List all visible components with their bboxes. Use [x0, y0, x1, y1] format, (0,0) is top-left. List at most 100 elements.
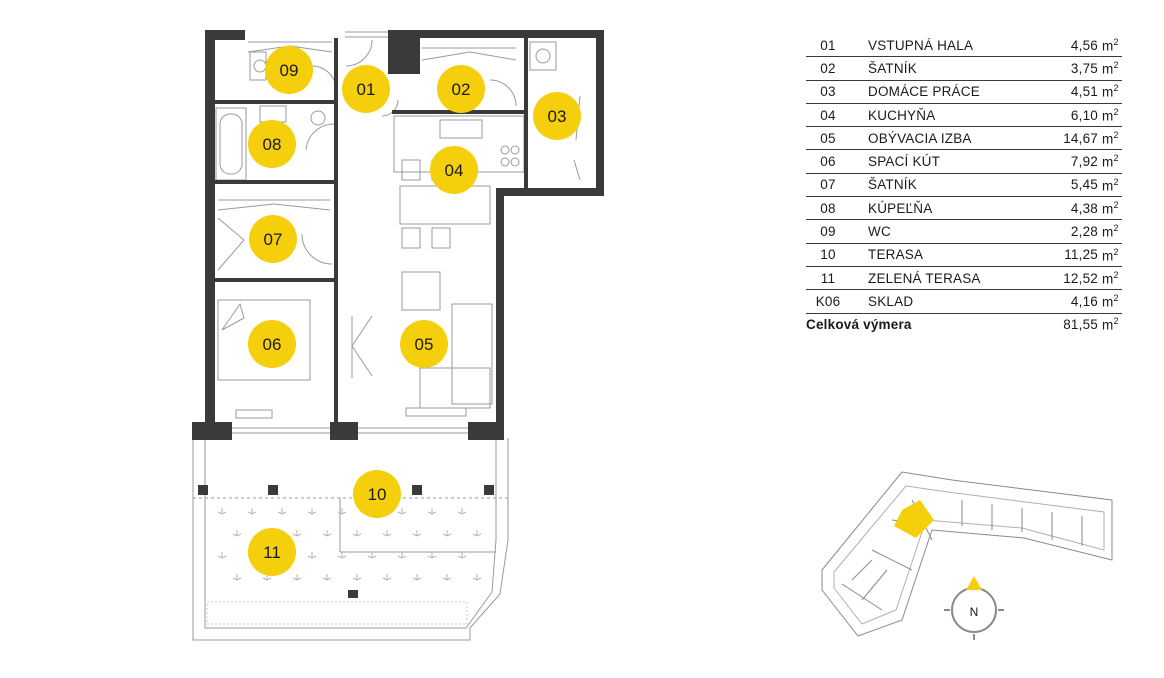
unit-exponent: 2 — [1113, 36, 1119, 47]
room-name: OBÝVACIA IZBA — [868, 126, 1028, 151]
total-area: 81,55 — [1063, 317, 1098, 333]
unit-text: m — [1102, 294, 1114, 310]
area-unit: m2 — [1098, 103, 1122, 128]
unit-exponent: 2 — [1113, 316, 1119, 327]
unit-exponent: 2 — [1113, 293, 1119, 304]
area-unit: m2 — [1098, 80, 1122, 104]
area-unit: m2 — [1098, 149, 1122, 174]
vegetation-mark — [217, 552, 227, 559]
area-unit: m2 — [1098, 34, 1122, 58]
unit-text: m — [1102, 201, 1114, 217]
vegetation-mark — [382, 530, 392, 537]
room-label-09: 09 — [280, 61, 299, 80]
room-marker-08 — [248, 120, 296, 168]
vegetation-mark — [382, 574, 392, 581]
vegetation-mark — [307, 552, 317, 559]
room-name: WC — [868, 219, 1028, 244]
area-unit: m2 — [1098, 173, 1122, 198]
vegetation-mark — [442, 574, 452, 581]
unit-exponent: 2 — [1113, 199, 1119, 210]
room-code: 02 — [806, 56, 868, 81]
vegetation-mark — [457, 552, 467, 559]
room-code: K06 — [806, 289, 868, 314]
room-name: SPACÍ KÚT — [868, 149, 1028, 174]
area-unit: m2 — [1098, 56, 1122, 81]
unit-text: m — [1102, 178, 1114, 194]
area-unit: m2 — [1098, 196, 1122, 221]
area-unit: m2 — [1098, 289, 1122, 314]
unit-text: m — [1102, 271, 1114, 287]
unit-highlight — [894, 500, 934, 538]
area-unit: m2 — [1098, 243, 1122, 267]
total-label: Celková výmera — [806, 317, 912, 333]
room-label-08: 08 — [263, 135, 282, 154]
unit-text: m — [1102, 131, 1114, 147]
room-name: ŠATNÍK — [868, 173, 1028, 198]
room-area: 3,75 — [1028, 56, 1098, 81]
vegetation-mark — [232, 530, 242, 537]
vegetation-mark — [292, 574, 302, 581]
room-label-01: 01 — [357, 80, 376, 99]
room-marker-11 — [248, 528, 296, 576]
room-label-04: 04 — [445, 161, 464, 180]
unit-exponent: 2 — [1113, 83, 1119, 94]
vegetation-mark — [337, 552, 347, 559]
vegetation-mark — [352, 530, 362, 537]
vegetation-mark — [397, 552, 407, 559]
vegetation-mark — [337, 508, 347, 515]
vegetation-mark — [232, 574, 242, 581]
room-marker-03 — [533, 92, 581, 140]
room-name: KÚPEĽŇA — [868, 196, 1028, 221]
vegetation-mark — [292, 530, 302, 537]
vegetation-mark — [412, 574, 422, 581]
unit-exponent: 2 — [1113, 223, 1119, 234]
room-marker-01 — [342, 65, 390, 113]
vegetation-mark — [457, 508, 467, 515]
unit-text: m — [1102, 108, 1114, 124]
room-marker-10 — [353, 470, 401, 518]
room-marker-06 — [248, 320, 296, 368]
room-code: 09 — [806, 219, 868, 244]
room-code: 10 — [806, 243, 868, 267]
room-code: 03 — [806, 80, 868, 104]
unit-exponent: 2 — [1113, 246, 1119, 257]
room-area: 4,38 — [1028, 196, 1098, 221]
room-area: 7,92 — [1028, 149, 1098, 174]
total-row: Celková výmera 81,55 m2 — [806, 313, 1122, 336]
building-key-plan: N — [821, 471, 1113, 640]
vegetation-mark — [472, 530, 482, 537]
room-code: 01 — [806, 34, 868, 58]
unit-text: m — [1102, 248, 1114, 264]
room-code: 06 — [806, 149, 868, 174]
unit-text: m — [1102, 224, 1114, 240]
compass: N — [944, 576, 1004, 640]
room-name: KUCHYŇA — [868, 103, 1028, 128]
room-marker-02 — [437, 65, 485, 113]
room-code: 04 — [806, 103, 868, 128]
room-code: 07 — [806, 173, 868, 198]
room-code: 05 — [806, 126, 868, 151]
room-label-05: 05 — [415, 335, 434, 354]
vegetation-mark — [352, 574, 362, 581]
vegetation-mark — [247, 508, 257, 515]
vegetation-mark — [307, 508, 317, 515]
vegetation-mark — [397, 508, 407, 515]
total-unit: m2 — [1098, 313, 1122, 336]
room-label-06: 06 — [263, 335, 282, 354]
room-area: 4,56 — [1028, 34, 1098, 58]
room-name: ZELENÁ TERASA — [868, 266, 1028, 291]
room-label-07: 07 — [264, 230, 283, 249]
room-marker-07 — [249, 215, 297, 263]
vegetation-mark — [427, 552, 437, 559]
